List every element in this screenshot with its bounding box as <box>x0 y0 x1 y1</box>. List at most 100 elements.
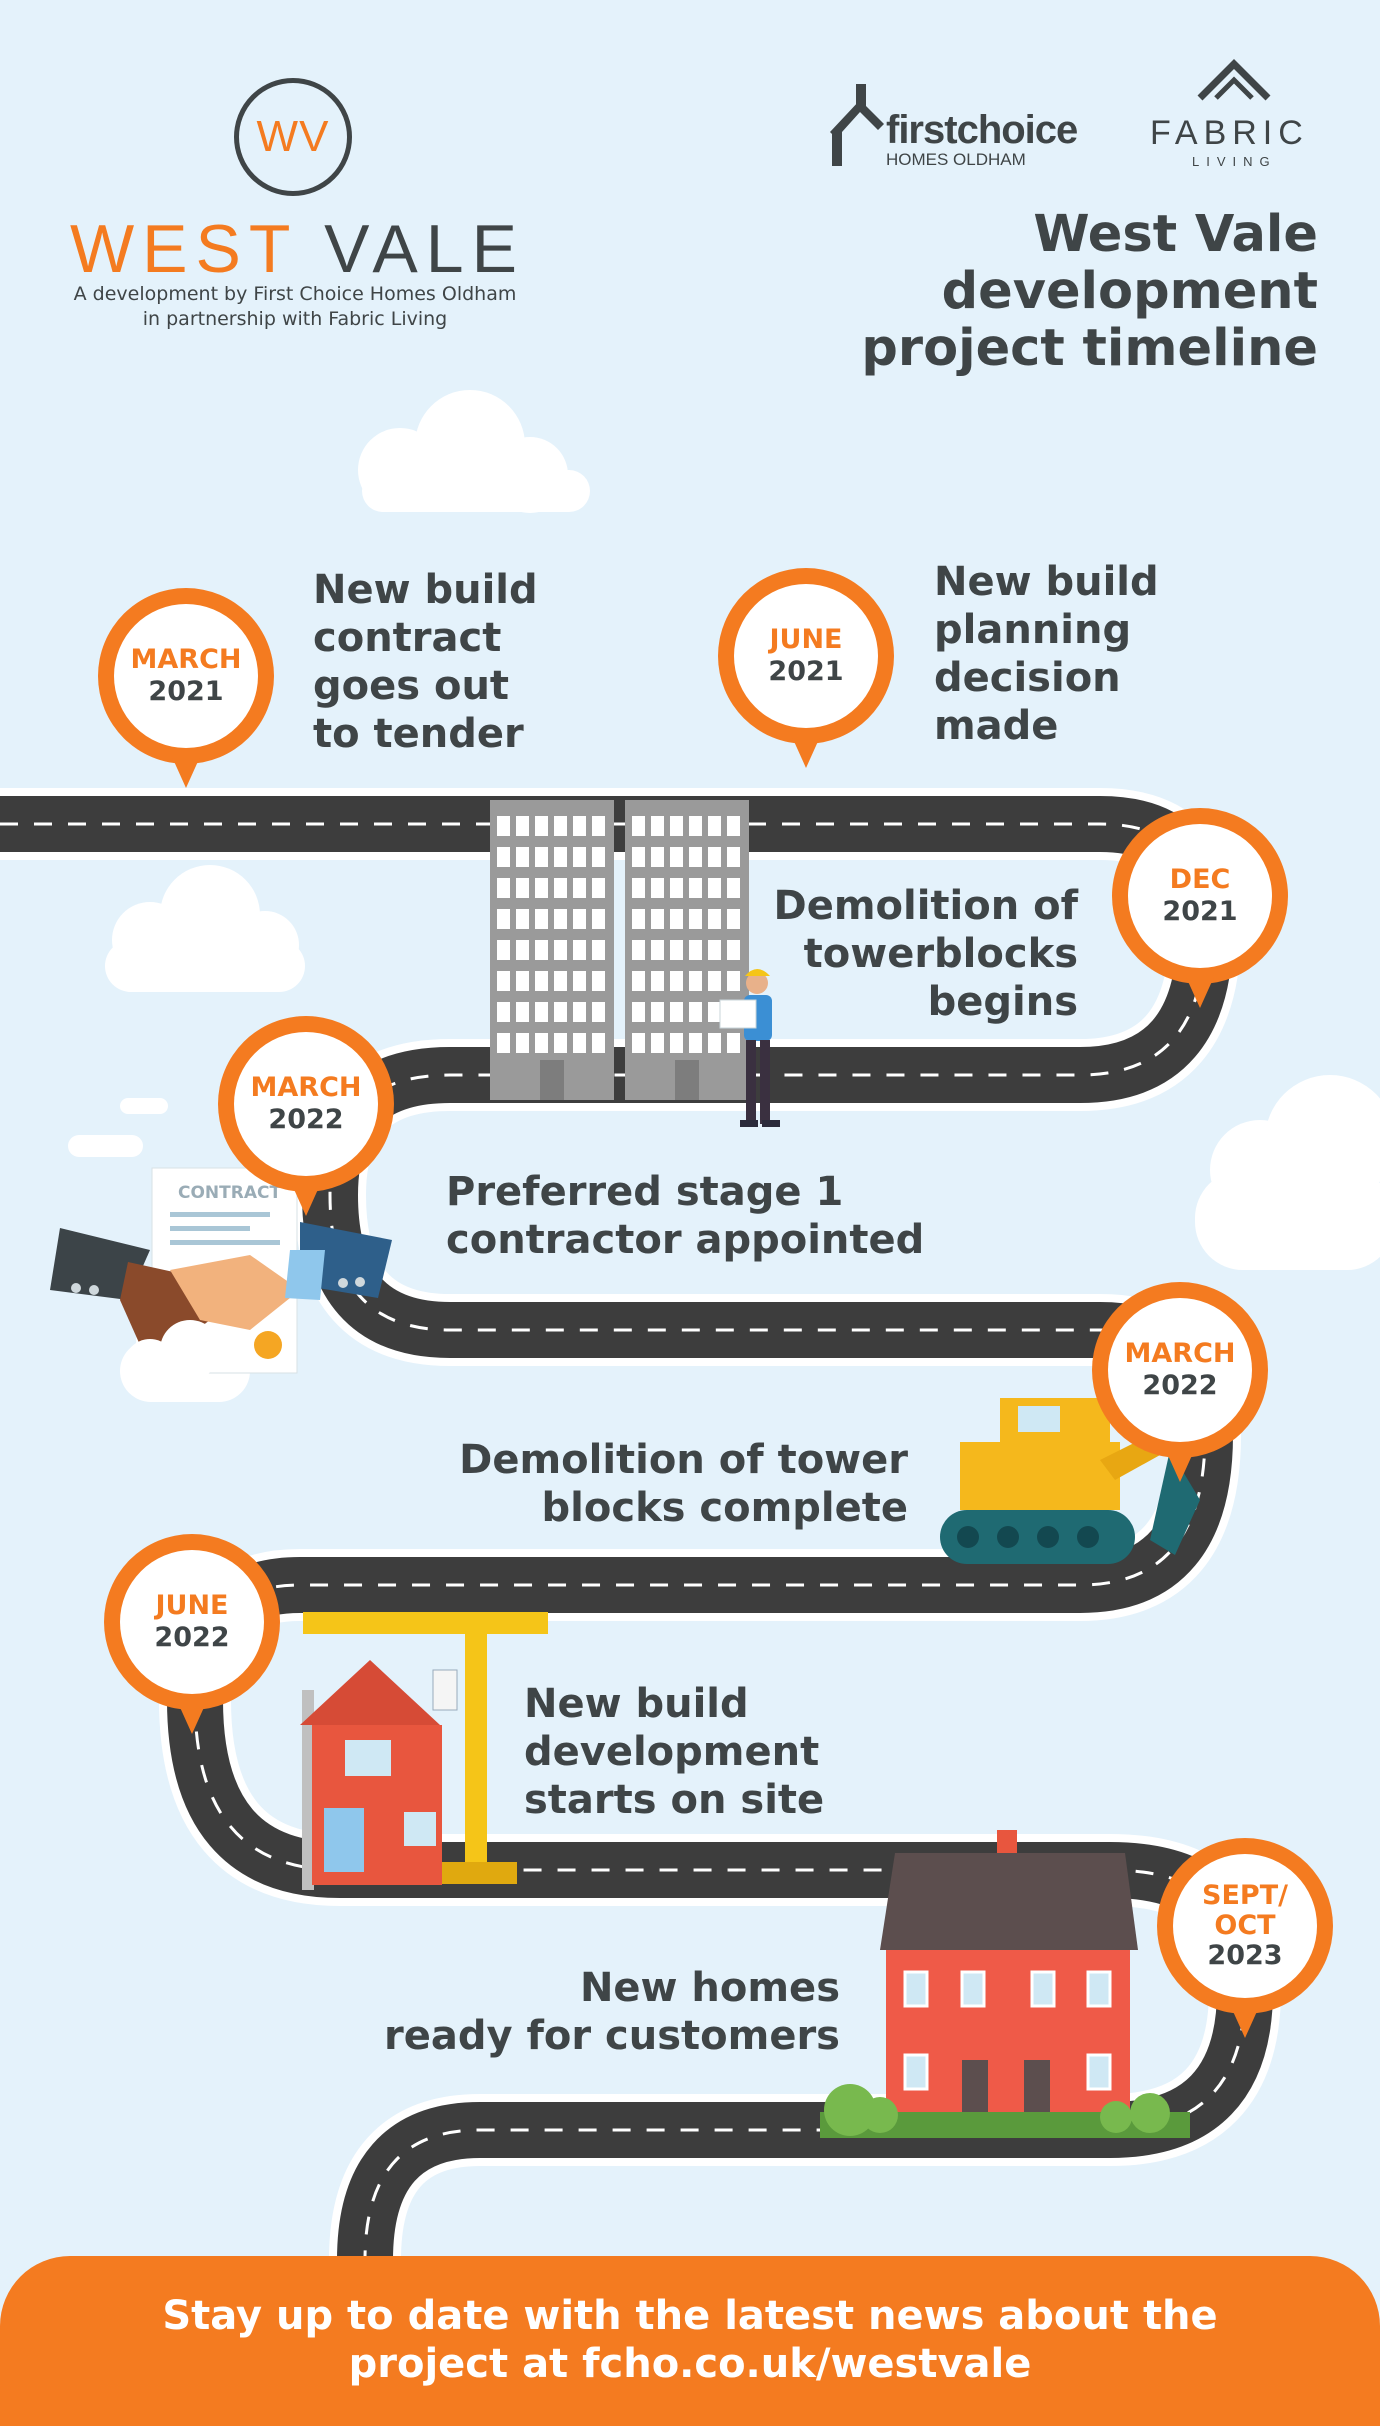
tower-window <box>573 1033 586 1053</box>
first-choice-logo-text: firstchoice <box>886 108 1078 152</box>
tower-window <box>573 909 586 929</box>
event-label-line: blocks complete <box>541 1485 908 1531</box>
pin-month: MARCH <box>130 644 242 675</box>
pin-year: 2021 <box>1162 896 1238 927</box>
tower-window <box>632 909 645 929</box>
event-label-development-starts: New build development starts on site <box>524 1680 824 1824</box>
tower-window <box>592 1002 605 1022</box>
pin-year: 2022 <box>154 1622 230 1653</box>
tagline-line: in partnership with Fabric Living <box>142 308 448 330</box>
tower-window <box>497 971 510 991</box>
tower-window <box>727 847 740 867</box>
tower-window <box>554 940 567 960</box>
tower-window <box>516 1033 529 1053</box>
tower-window <box>632 1002 645 1022</box>
event-label-contractor-appointed: Preferred stage 1 contractor appointed <box>446 1168 924 1264</box>
fabric-living-roof-icon <box>1197 59 1271 101</box>
brand-name-part1: WEST <box>70 211 298 287</box>
tower-window <box>632 971 645 991</box>
event-label-line: New build <box>524 1681 749 1727</box>
contract-label: CONTRACT <box>178 1183 281 1203</box>
tower-blocks-icon <box>490 800 749 1100</box>
tower-window <box>573 940 586 960</box>
pin-year: 2023 <box>1207 1940 1283 1971</box>
footer-message: Stay up to date with the latest news abo… <box>0 2292 1380 2388</box>
tower-window <box>651 1002 664 1022</box>
page-title-line: West Vale development <box>941 205 1318 321</box>
crane-icon <box>303 1612 548 1884</box>
tower-window <box>651 940 664 960</box>
pin-year: 2021 <box>148 676 224 707</box>
tower-window <box>535 940 548 960</box>
fabric-living-logo-text: FABRIC <box>1150 114 1309 152</box>
tower-window <box>535 878 548 898</box>
tower-window <box>651 847 664 867</box>
tower-window <box>497 878 510 898</box>
event-label-line: Demolition of <box>773 883 1078 929</box>
tower-window <box>727 816 740 836</box>
event-label-line: to tender <box>313 711 524 757</box>
event-label-planning-decision: New build planning decision made <box>934 558 1159 750</box>
tower-window <box>516 847 529 867</box>
tower-window <box>497 940 510 960</box>
tower-window <box>632 816 645 836</box>
event-label-line: Preferred stage 1 <box>446 1169 844 1215</box>
tower-window <box>516 971 529 991</box>
tower-window <box>516 1002 529 1022</box>
tower-window <box>670 971 683 991</box>
footer-link-text[interactable]: project at fcho.co.uk/westvale <box>348 2341 1032 2387</box>
tower-window <box>689 878 702 898</box>
event-label-demolition-complete: Demolition of tower blocks complete <box>459 1436 908 1532</box>
tower-window <box>516 878 529 898</box>
first-choice-house-icon <box>830 84 884 166</box>
tower-window <box>670 847 683 867</box>
tower-window <box>670 909 683 929</box>
tower-window <box>632 940 645 960</box>
cloud-icon <box>1195 1075 1380 1270</box>
tower-window <box>554 847 567 867</box>
event-label-line: ready for customers <box>384 2013 840 2059</box>
tower-window <box>632 847 645 867</box>
tower-window <box>632 878 645 898</box>
tower-window <box>554 909 567 929</box>
tower-window <box>708 1033 721 1053</box>
event-label-line: contractor appointed <box>446 1217 925 1263</box>
tower-window <box>554 1033 567 1053</box>
event-label-line: goes out <box>313 663 510 709</box>
tower-window <box>689 816 702 836</box>
tower-window <box>651 971 664 991</box>
tower-window <box>727 971 740 991</box>
tower-window <box>573 1002 586 1022</box>
tower-window <box>573 878 586 898</box>
tower-window <box>651 878 664 898</box>
footer-line: Stay up to date with the latest news abo… <box>162 2293 1218 2339</box>
tower-window <box>689 1033 702 1053</box>
cloud-icon <box>124 1320 220 1391</box>
event-label-line: decision <box>934 655 1121 701</box>
tower-window <box>535 909 548 929</box>
first-choice-logo-subtext: HOMES OLDHAM <box>886 150 1026 169</box>
event-label-line: towerblocks <box>803 931 1078 977</box>
tower-window <box>592 847 605 867</box>
footer-banner: Stay up to date with the latest news abo… <box>0 2256 1380 2426</box>
cloud-icon <box>105 865 305 992</box>
tower-window <box>554 816 567 836</box>
event-label-line: contract <box>313 615 502 661</box>
tower-window <box>573 971 586 991</box>
pin-month: MARCH <box>1124 1338 1236 1369</box>
pin-month: DEC <box>1169 864 1231 895</box>
pin-month: MARCH <box>250 1072 362 1103</box>
tower-window <box>592 971 605 991</box>
tower-window <box>535 847 548 867</box>
event-label-line: begins <box>927 979 1078 1025</box>
pin-month: JUNE <box>769 624 843 655</box>
tower-window <box>535 816 548 836</box>
tower-window <box>497 816 510 836</box>
cloud-icon <box>68 1098 168 1157</box>
tower-window <box>708 940 721 960</box>
tower-window <box>727 940 740 960</box>
